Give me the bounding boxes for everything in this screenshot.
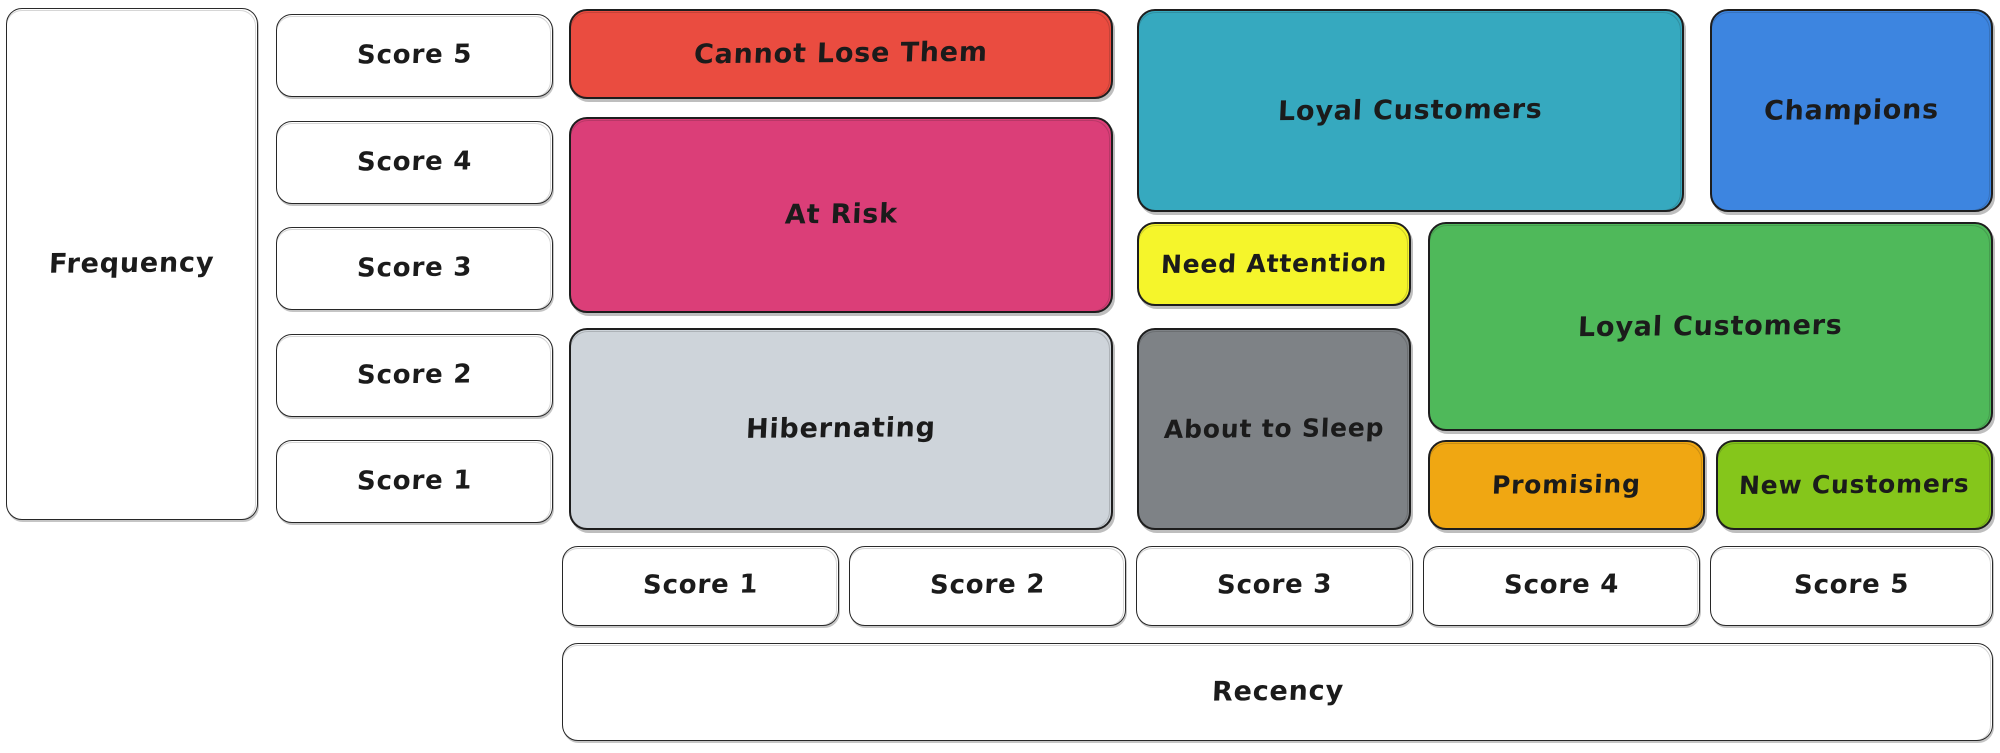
recency-score-4-label: Score 4 (1503, 569, 1620, 601)
recency-score-1-label: Score 1 (642, 569, 759, 601)
recency-score-2-label: Score 2 (929, 569, 1046, 601)
segment-promising-label: Promising (1491, 468, 1642, 500)
segment-loyal-customers-green-label: Loyal Customers (1577, 309, 1844, 344)
segment-about-to-sleep[interactable]: About to Sleep (1137, 328, 1411, 530)
segment-need-attention-label: Need Attention (1160, 247, 1388, 279)
segment-at-risk-label: At Risk (783, 198, 899, 231)
recency-score-3-label: Score 3 (1216, 569, 1333, 601)
recency-score-2[interactable]: Score 2 (849, 546, 1126, 626)
segment-hibernating-label: Hibernating (745, 412, 937, 446)
frequency-score-2-label: Score 2 (356, 359, 473, 391)
recency-axis-label: Recency (562, 643, 1993, 741)
segment-about-to-sleep-label: About to Sleep (1163, 412, 1385, 444)
frequency-score-4[interactable]: Score 4 (276, 121, 553, 204)
frequency-score-5[interactable]: Score 5 (276, 14, 553, 97)
recency-score-5-label: Score 5 (1793, 569, 1910, 601)
segment-cannot-lose-them-label: Cannot Lose Them (693, 37, 989, 71)
frequency-score-3-label: Score 3 (356, 252, 473, 284)
frequency-score-2[interactable]: Score 2 (276, 334, 553, 417)
segment-loyal-customers-teal[interactable]: Loyal Customers (1137, 9, 1684, 212)
segment-promising[interactable]: Promising (1428, 440, 1705, 530)
recency-score-1[interactable]: Score 1 (562, 546, 839, 626)
segment-loyal-customers-teal-label: Loyal Customers (1277, 93, 1544, 128)
segment-at-risk[interactable]: At Risk (569, 117, 1113, 313)
frequency-score-1-label: Score 1 (356, 465, 473, 497)
segment-new-customers-label: New Customers (1738, 468, 1971, 500)
segment-champions[interactable]: Champions (1710, 9, 1993, 212)
recency-score-5[interactable]: Score 5 (1710, 546, 1993, 626)
segment-hibernating[interactable]: Hibernating (569, 328, 1113, 530)
recency-score-4[interactable]: Score 4 (1423, 546, 1700, 626)
frequency-score-5-label: Score 5 (356, 39, 473, 71)
segment-new-customers[interactable]: New Customers (1716, 440, 1993, 530)
segment-cannot-lose-them[interactable]: Cannot Lose Them (569, 9, 1113, 99)
segment-need-attention[interactable]: Need Attention (1137, 222, 1411, 306)
frequency-axis-text: Frequency (48, 247, 216, 281)
frequency-score-4-label: Score 4 (356, 146, 473, 178)
recency-score-3[interactable]: Score 3 (1136, 546, 1413, 626)
frequency-axis-label: Frequency (6, 8, 258, 520)
recency-axis-text: Recency (1210, 675, 1345, 709)
segment-loyal-customers-green[interactable]: Loyal Customers (1428, 222, 1993, 431)
frequency-score-3[interactable]: Score 3 (276, 227, 553, 310)
segment-champions-label: Champions (1763, 94, 1940, 127)
frequency-score-1[interactable]: Score 1 (276, 440, 553, 523)
